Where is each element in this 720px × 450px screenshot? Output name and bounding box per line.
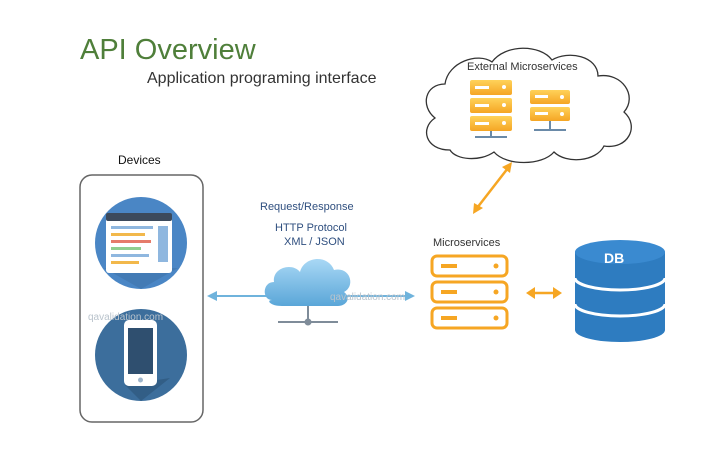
external-microservices-label: External Microservices [467, 61, 578, 73]
external-server-icon [470, 80, 512, 138]
connection-label-format: XML / JSON [284, 236, 345, 248]
external-arrow [473, 162, 512, 214]
external-cloud-outline [425, 47, 632, 164]
database-label: DB [604, 250, 625, 266]
network-cloud-icon [264, 258, 351, 326]
database-icon [573, 240, 667, 342]
microservices-label: Microservices [433, 237, 501, 249]
watermark: qavalidation.com [88, 312, 164, 323]
page-subtitle: Application programing interface [147, 70, 377, 87]
db-arrow [526, 287, 562, 299]
external-server-icon [530, 90, 570, 131]
browser-device-icon [95, 197, 187, 289]
page-title: API Overview [80, 34, 256, 66]
connection-label-request: Request/Response [260, 201, 354, 213]
microservices-server-icon [430, 254, 509, 330]
devices-label: Devices [118, 153, 161, 167]
connection-label-protocol: HTTP Protocol [275, 222, 347, 234]
request-arrow [207, 291, 415, 301]
mobile-device-icon [95, 309, 187, 401]
watermark: qavalidation.com [330, 292, 406, 303]
